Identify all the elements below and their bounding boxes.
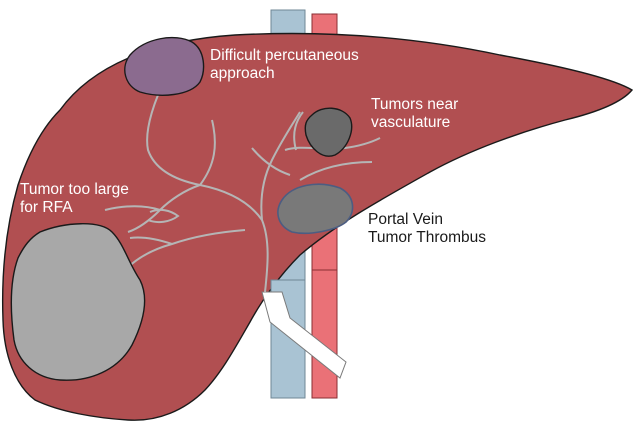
label-tumors-near-vasculature: Tumors near vasculature	[371, 96, 458, 132]
aorta-lower	[312, 270, 337, 398]
label-difficult-percutaneous: Difficult percutaneous approach	[210, 47, 359, 83]
tumor-purple	[125, 38, 204, 96]
label-portal-vein-thrombus: Portal Vein Tumor Thrombus	[368, 211, 486, 247]
label-tumor-too-large: Tumor too large for RFA	[20, 181, 129, 217]
